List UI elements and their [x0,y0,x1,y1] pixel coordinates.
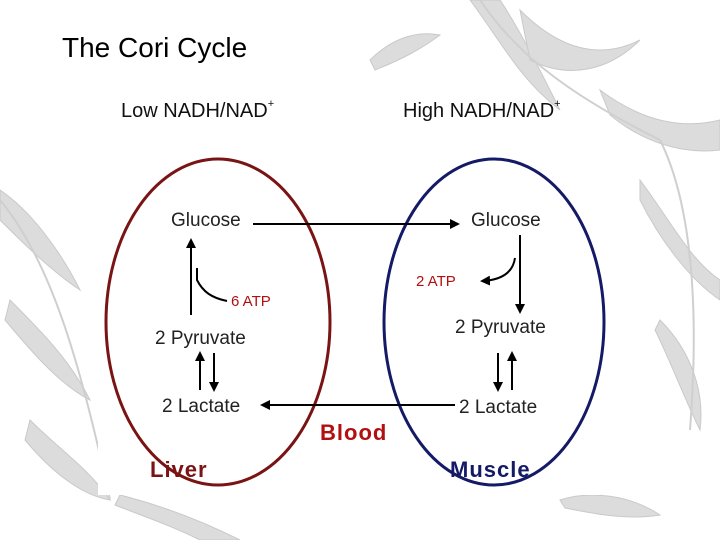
diagram-panel [98,153,600,495]
muscle-glucose-label: Glucose [471,210,541,231]
low-ratio-label: Low NADH/NAD+ [121,98,275,123]
liver-pyruvate-label: 2 Pyruvate [155,328,246,349]
leaf-stem [659,139,695,431]
liver-glucose-label: Glucose [171,210,241,231]
muscle-label: Muscle [450,457,531,482]
liver-atp-input-arrow [196,268,228,302]
high-ratio-label: High NADH/NAD+ [403,98,561,123]
low-ratio-superscript: + [267,98,275,111]
leaf-shape [369,33,442,71]
leaf-shape [639,178,720,301]
leaf-stem [479,0,661,141]
muscle-outline [382,157,606,487]
low-ratio-text: Low NADH/NAD [121,100,268,122]
muscle-atp-label: 2 ATP [416,273,456,290]
muscle-lactate-label: 2 Lactate [459,397,537,418]
liver-label: Liver [150,457,208,482]
leaf-shape [654,319,702,432]
leaf-shape [114,494,241,540]
leaf-shape [559,494,662,518]
liver-atp-label: 6 ATP [231,293,271,310]
leaf-shape [598,88,720,152]
muscle-pyruvate-label: 2 Pyruvate [455,317,546,338]
slide-title: The Cori Cycle [62,32,248,63]
leaf-shape [4,299,92,402]
blood-label: Blood [320,420,387,445]
leaf-shape [0,189,82,292]
liver-outline [104,157,332,487]
liver-lactate-label: 2 Lactate [162,396,240,417]
leaf-shape [469,0,561,111]
muscle-atp-output-arrow [480,257,516,286]
leaf-shape [519,8,641,71]
high-ratio-text: High NADH/NAD [403,100,555,122]
high-ratio-superscript: + [554,98,561,111]
